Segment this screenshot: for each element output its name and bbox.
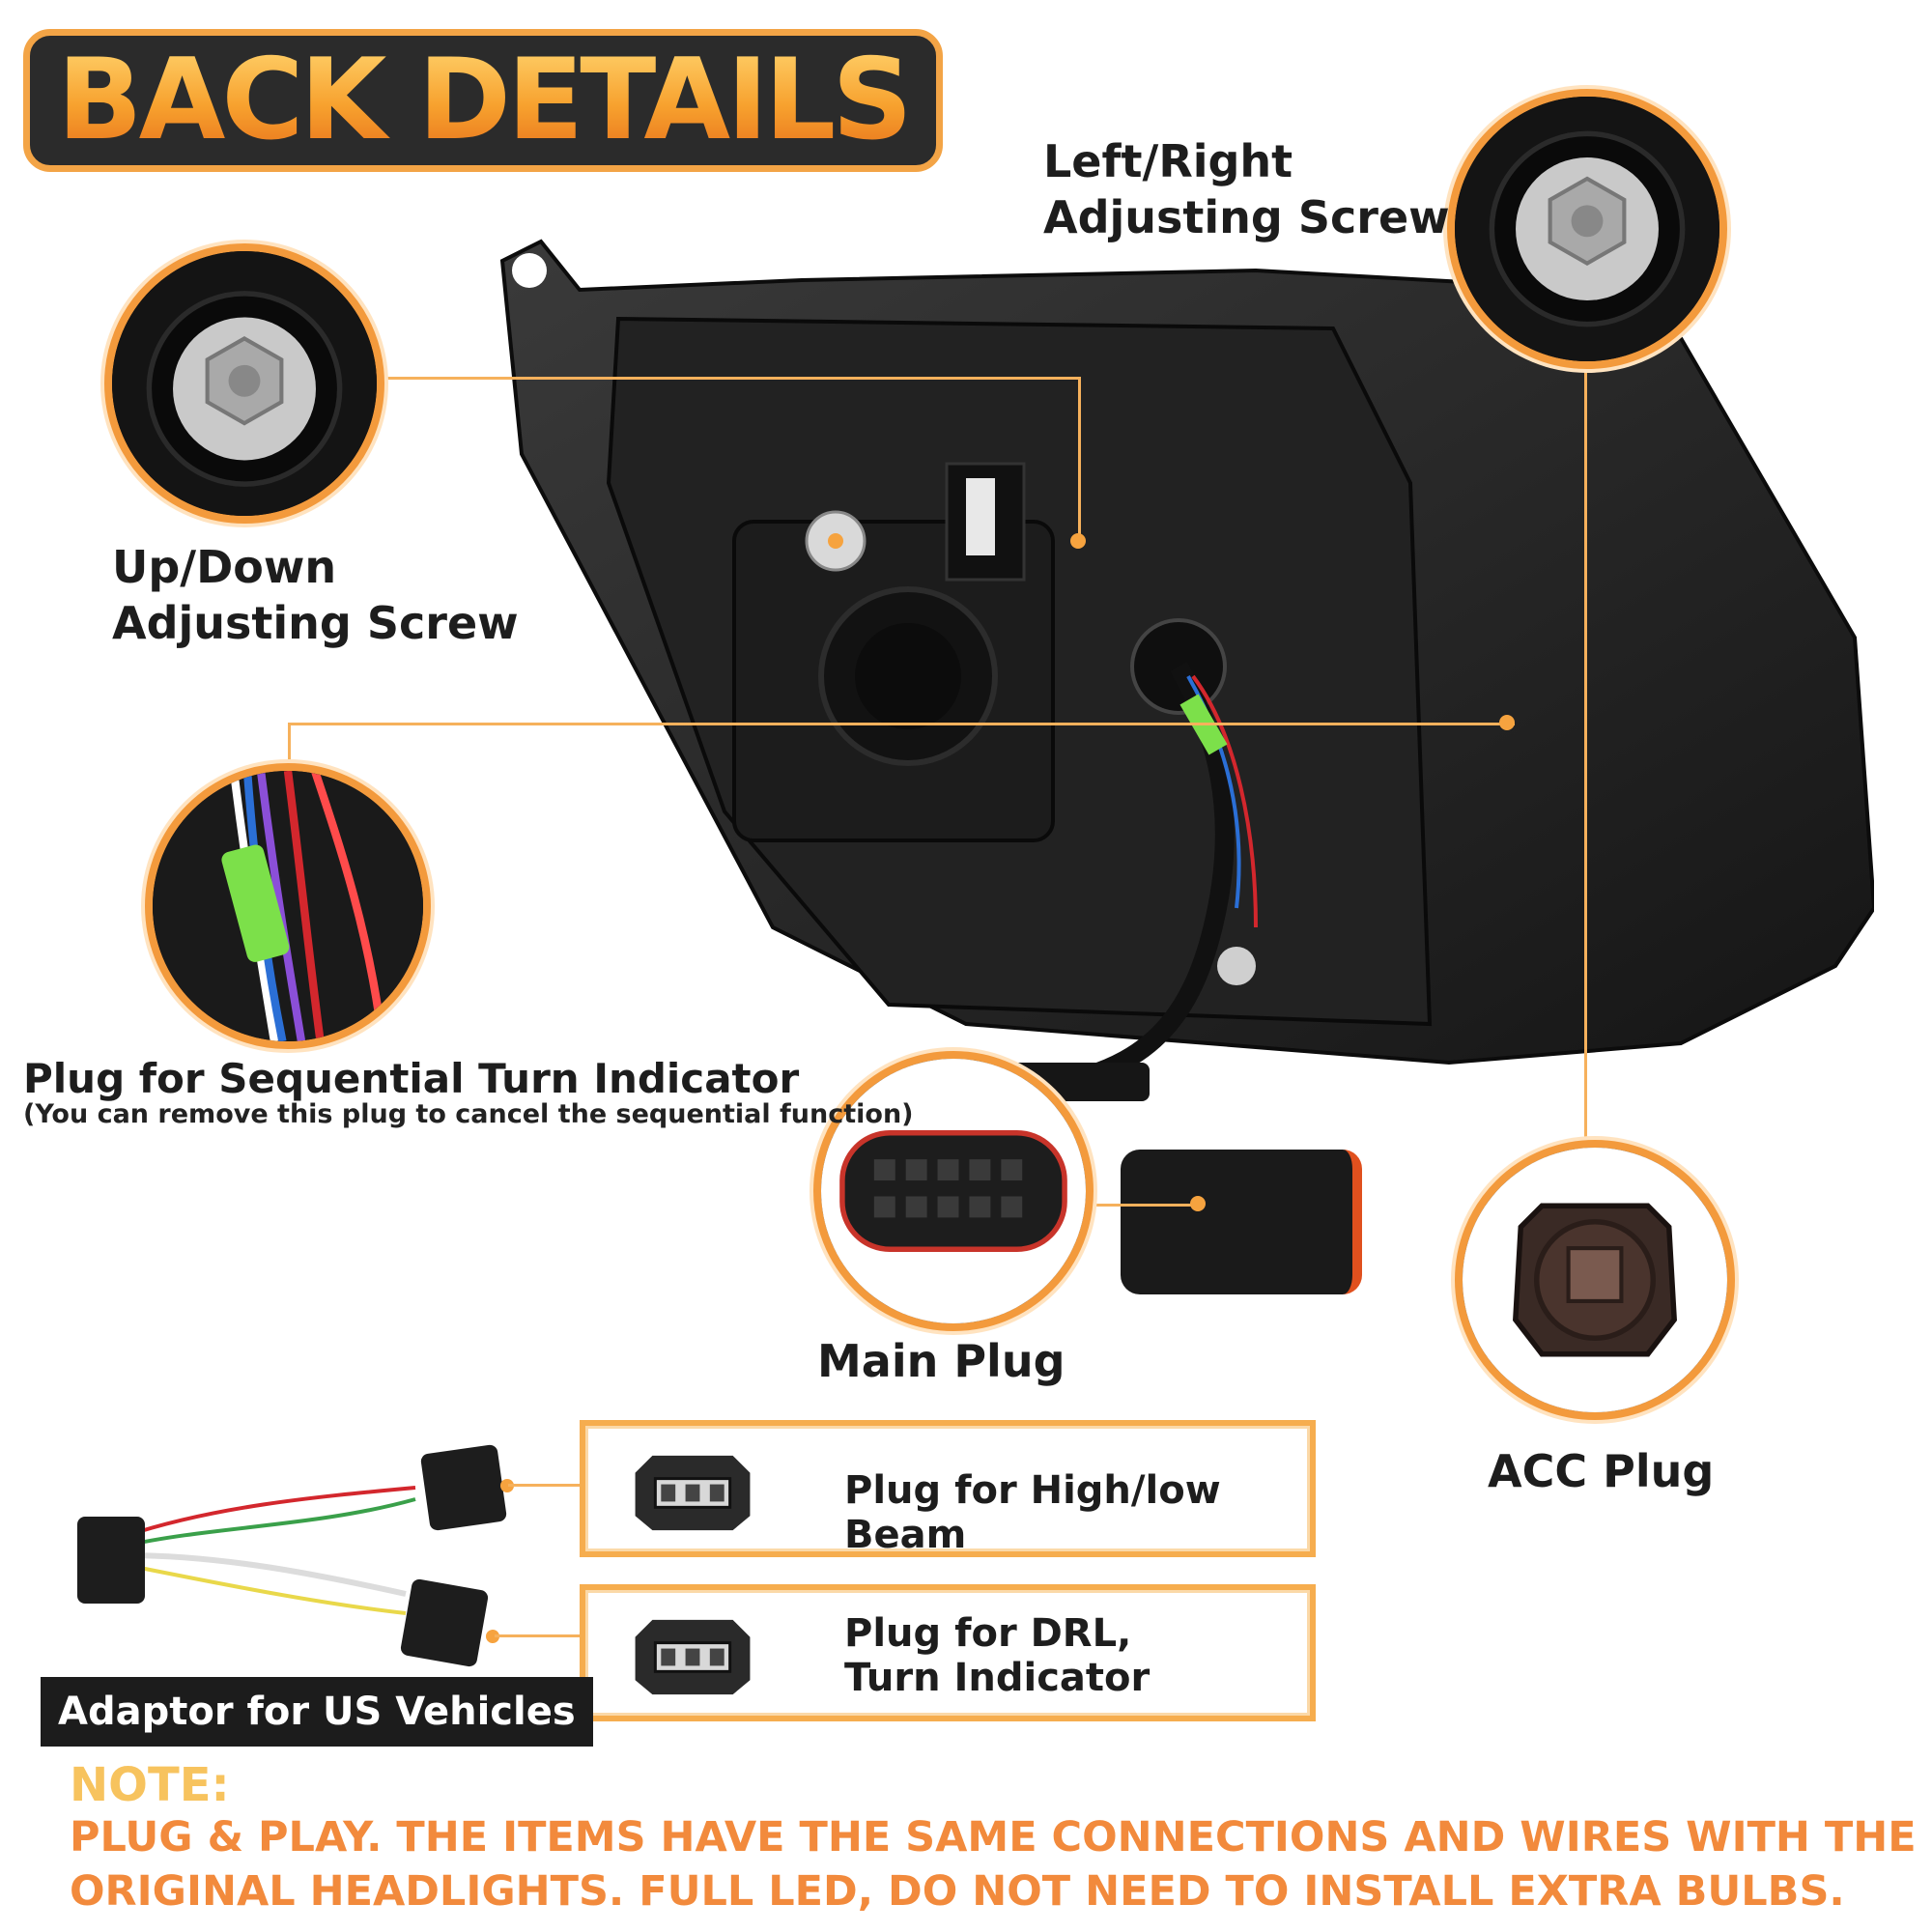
- sequential-plug-circle: [145, 763, 431, 1049]
- main-plug-body: [1121, 1150, 1362, 1294]
- note-line-2: ORIGINAL HEADLIGHTS. FULL LED, DO NOT NE…: [70, 1867, 1845, 1916]
- updown-screw-dot: [1070, 533, 1086, 549]
- main-plug-label: Main Plug: [817, 1335, 1065, 1387]
- sequential-plug-dot: [1499, 715, 1515, 730]
- plug-drl-line-2: Turn Indicator: [844, 1656, 1151, 1700]
- leader-line-sequential-drop: [288, 723, 291, 763]
- leader-line-updown: [381, 377, 1078, 380]
- page-title: BACK DETAILS: [57, 35, 913, 165]
- main-plug-dot: [1190, 1196, 1206, 1211]
- updown-label-line-2: Adjusting Screw: [112, 597, 519, 649]
- note-line-1: PLUG & PLAY. THE ITEMS HAVE THE SAME CON…: [70, 1813, 1917, 1861]
- updown-screw-label: Up/Down Adjusting Screw: [112, 539, 519, 651]
- leader-line-sequential: [288, 723, 1515, 725]
- note-body: PLUG & PLAY. THE ITEMS HAVE THE SAME CON…: [70, 1810, 1932, 1918]
- acc-plug-icon: [1463, 1148, 1727, 1412]
- plug-box-drl-turn: Plug for DRL, Turn Indicator: [580, 1584, 1316, 1721]
- plug-drl-text: Plug for DRL, Turn Indicator: [844, 1611, 1150, 1700]
- wire-connector-icon: [153, 771, 423, 1041]
- main-plug-circle: [813, 1051, 1094, 1331]
- leftright-label-line-2: Adjusting Screw: [1043, 191, 1450, 243]
- plug-box-high-low-beam: Plug for High/low Beam: [580, 1420, 1316, 1557]
- sequential-plug-label: Plug for Sequential Turn Indicator: [23, 1055, 800, 1102]
- acc-plug-circle: [1455, 1140, 1735, 1420]
- adjusting-screw-icon: [112, 251, 377, 516]
- title-badge: BACK DETAILS: [23, 29, 943, 172]
- plug-drl-line-1: Plug for DRL,: [844, 1611, 1132, 1656]
- leader-line-main-plug: [1082, 1204, 1196, 1207]
- leftright-screw-circle: [1447, 89, 1727, 369]
- sequential-plug-note: (You can remove this plug to cancel the …: [23, 1099, 914, 1129]
- note-heading: NOTE:: [70, 1758, 230, 1812]
- adaptor-label: Adaptor for US Vehicles: [41, 1677, 593, 1747]
- headlight-back-image: [499, 239, 1874, 1101]
- plug-high-low-text: Plug for High/low Beam: [844, 1468, 1221, 1557]
- leftright-label-line-1: Left/Right: [1043, 135, 1293, 187]
- updown-label-line-1: Up/Down: [112, 541, 337, 593]
- adaptor-plug-icon: [635, 1619, 751, 1695]
- adjusting-screw-icon: [1455, 97, 1719, 361]
- acc-plug-label: ACC Plug: [1488, 1445, 1715, 1497]
- leftright-screw-label: Left/Right Adjusting Screw: [1043, 133, 1450, 245]
- adaptor-line-1: [508, 1484, 580, 1487]
- leader-line-leftright: [1584, 290, 1587, 1140]
- updown-screw-circle: [104, 243, 384, 524]
- adaptor-line-2: [495, 1634, 580, 1637]
- leader-line-updown-drop: [1078, 377, 1081, 543]
- adaptor-harness-image: [77, 1444, 514, 1667]
- main-plug-icon: [821, 1059, 1086, 1323]
- adaptor-plug-icon: [635, 1455, 751, 1531]
